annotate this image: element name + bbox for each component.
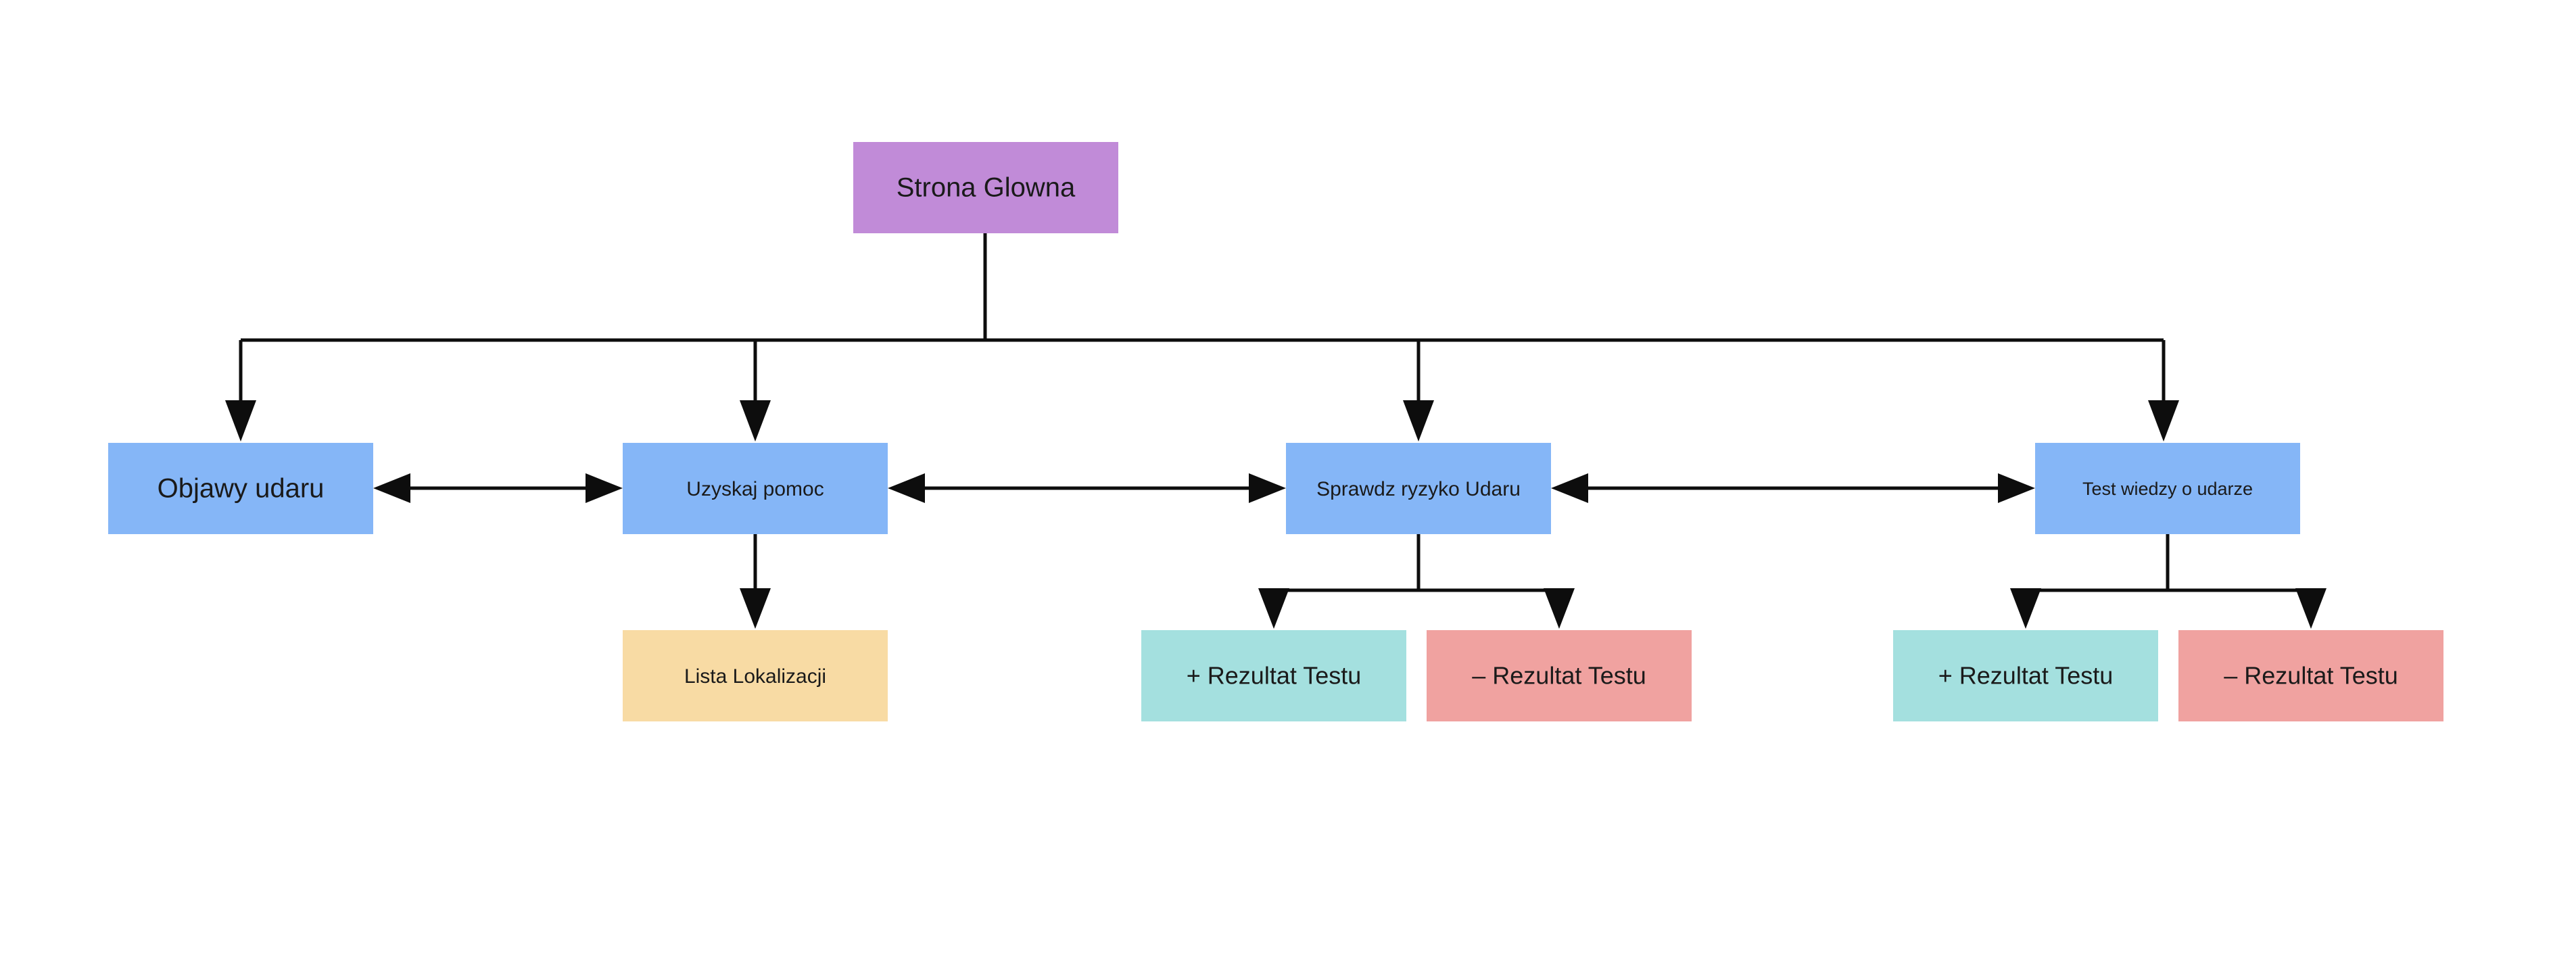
node-uzyskaj-pomoc-label: Uzyskaj pomoc — [686, 478, 824, 500]
node-sprawdz-ryzyko-udaru-box[interactable] — [1286, 443, 1551, 534]
arrow-head-objawy-icon — [225, 400, 256, 442]
node-rezultat-pozytywny-ryzyko-label: + Rezultat Testu — [1187, 662, 1362, 690]
node-rezultat-negatywny-ryzyko-box[interactable] — [1427, 630, 1692, 721]
node-rezultat-negatywny-test-box[interactable] — [2178, 630, 2443, 721]
node-rezultat-negatywny-test[interactable]: – Rezultat Testu — [2178, 630, 2443, 721]
edge-pomoc-lista — [740, 534, 771, 629]
node-test-wiedzy-o-udarze-label: Test wiedzy o udarze — [2082, 479, 2253, 499]
node-objawy-udaru-label: Objawy udaru — [158, 474, 325, 504]
node-objawy-udaru-box[interactable] — [108, 443, 373, 534]
node-uzyskaj-pomoc[interactable]: Uzyskaj pomoc — [623, 443, 888, 534]
node-rezultat-pozytywny-test[interactable]: + Rezultat Testu — [1893, 630, 2158, 721]
edge-ryzyko-test — [1551, 473, 2035, 503]
node-lista-lokalizacji[interactable]: Lista Lokalizacji — [623, 630, 888, 721]
arrow-head-test-icon — [2148, 400, 2179, 442]
node-rezultat-pozytywny-ryzyko[interactable]: + Rezultat Testu — [1141, 630, 1406, 721]
node-sprawdz-ryzyko-udaru[interactable]: Sprawdz ryzyko Udaru — [1286, 443, 1551, 534]
node-rezultat-pozytywny-ryzyko-box[interactable] — [1141, 630, 1406, 721]
arrow-head-plus-ryzyko-icon — [1258, 588, 1289, 629]
node-rezultat-pozytywny-test-label: + Rezultat Testu — [1938, 662, 2114, 690]
arrow-head-right-pomoc-icon — [586, 473, 623, 503]
arrow-head-minus-ryzyko-icon — [1544, 588, 1575, 629]
arrow-head-plus-test-icon — [2010, 588, 2041, 629]
edge-pomoc-ryzyko — [888, 473, 1286, 503]
node-lista-lokalizacji-label: Lista Lokalizacji — [684, 665, 826, 688]
arrow-head-lista-icon — [740, 588, 771, 629]
node-strona-glowna-box[interactable] — [853, 142, 1118, 233]
arrow-head-pomoc-icon — [740, 400, 771, 442]
arrow-head-right-ryzyko-icon — [1249, 473, 1286, 503]
node-sprawdz-ryzyko-udaru-label: Sprawdz ryzyko Udaru — [1316, 478, 1521, 500]
node-rezultat-negatywny-ryzyko-label: – Rezultat Testu — [1472, 662, 1646, 690]
arrow-head-minus-test-icon — [2295, 588, 2327, 629]
arrow-head-left-objawy-icon — [373, 473, 410, 503]
node-rezultat-negatywny-test-label: – Rezultat Testu — [2224, 662, 2398, 690]
edge-objawy-pomoc — [373, 473, 623, 503]
arrow-head-left-pomoc-icon — [888, 473, 925, 503]
node-strona-glowna[interactable]: Strona Glowna — [853, 142, 1118, 233]
node-lista-lokalizacji-box[interactable] — [623, 630, 888, 721]
node-strona-glowna-label: Strona Glowna — [897, 173, 1076, 203]
node-rezultat-negatywny-ryzyko[interactable]: – Rezultat Testu — [1427, 630, 1692, 721]
edge-test-results — [2010, 534, 2327, 629]
node-rezultat-pozytywny-test-box[interactable] — [1893, 630, 2158, 721]
edge-ryzyko-results — [1258, 534, 1575, 629]
node-objawy-udaru[interactable]: Objawy udaru — [108, 443, 373, 534]
node-uzyskaj-pomoc-box[interactable] — [623, 443, 888, 534]
node-test-wiedzy-o-udarze[interactable]: Test wiedzy o udarze — [2035, 443, 2300, 534]
arrow-head-left-ryzyko-icon — [1551, 473, 1588, 503]
arrow-head-ryzyko-icon — [1403, 400, 1434, 442]
node-test-wiedzy-o-udarze-box[interactable] — [2035, 443, 2300, 534]
arrow-head-right-test-icon — [1998, 473, 2035, 503]
edge-root-fanout — [225, 233, 2179, 442]
